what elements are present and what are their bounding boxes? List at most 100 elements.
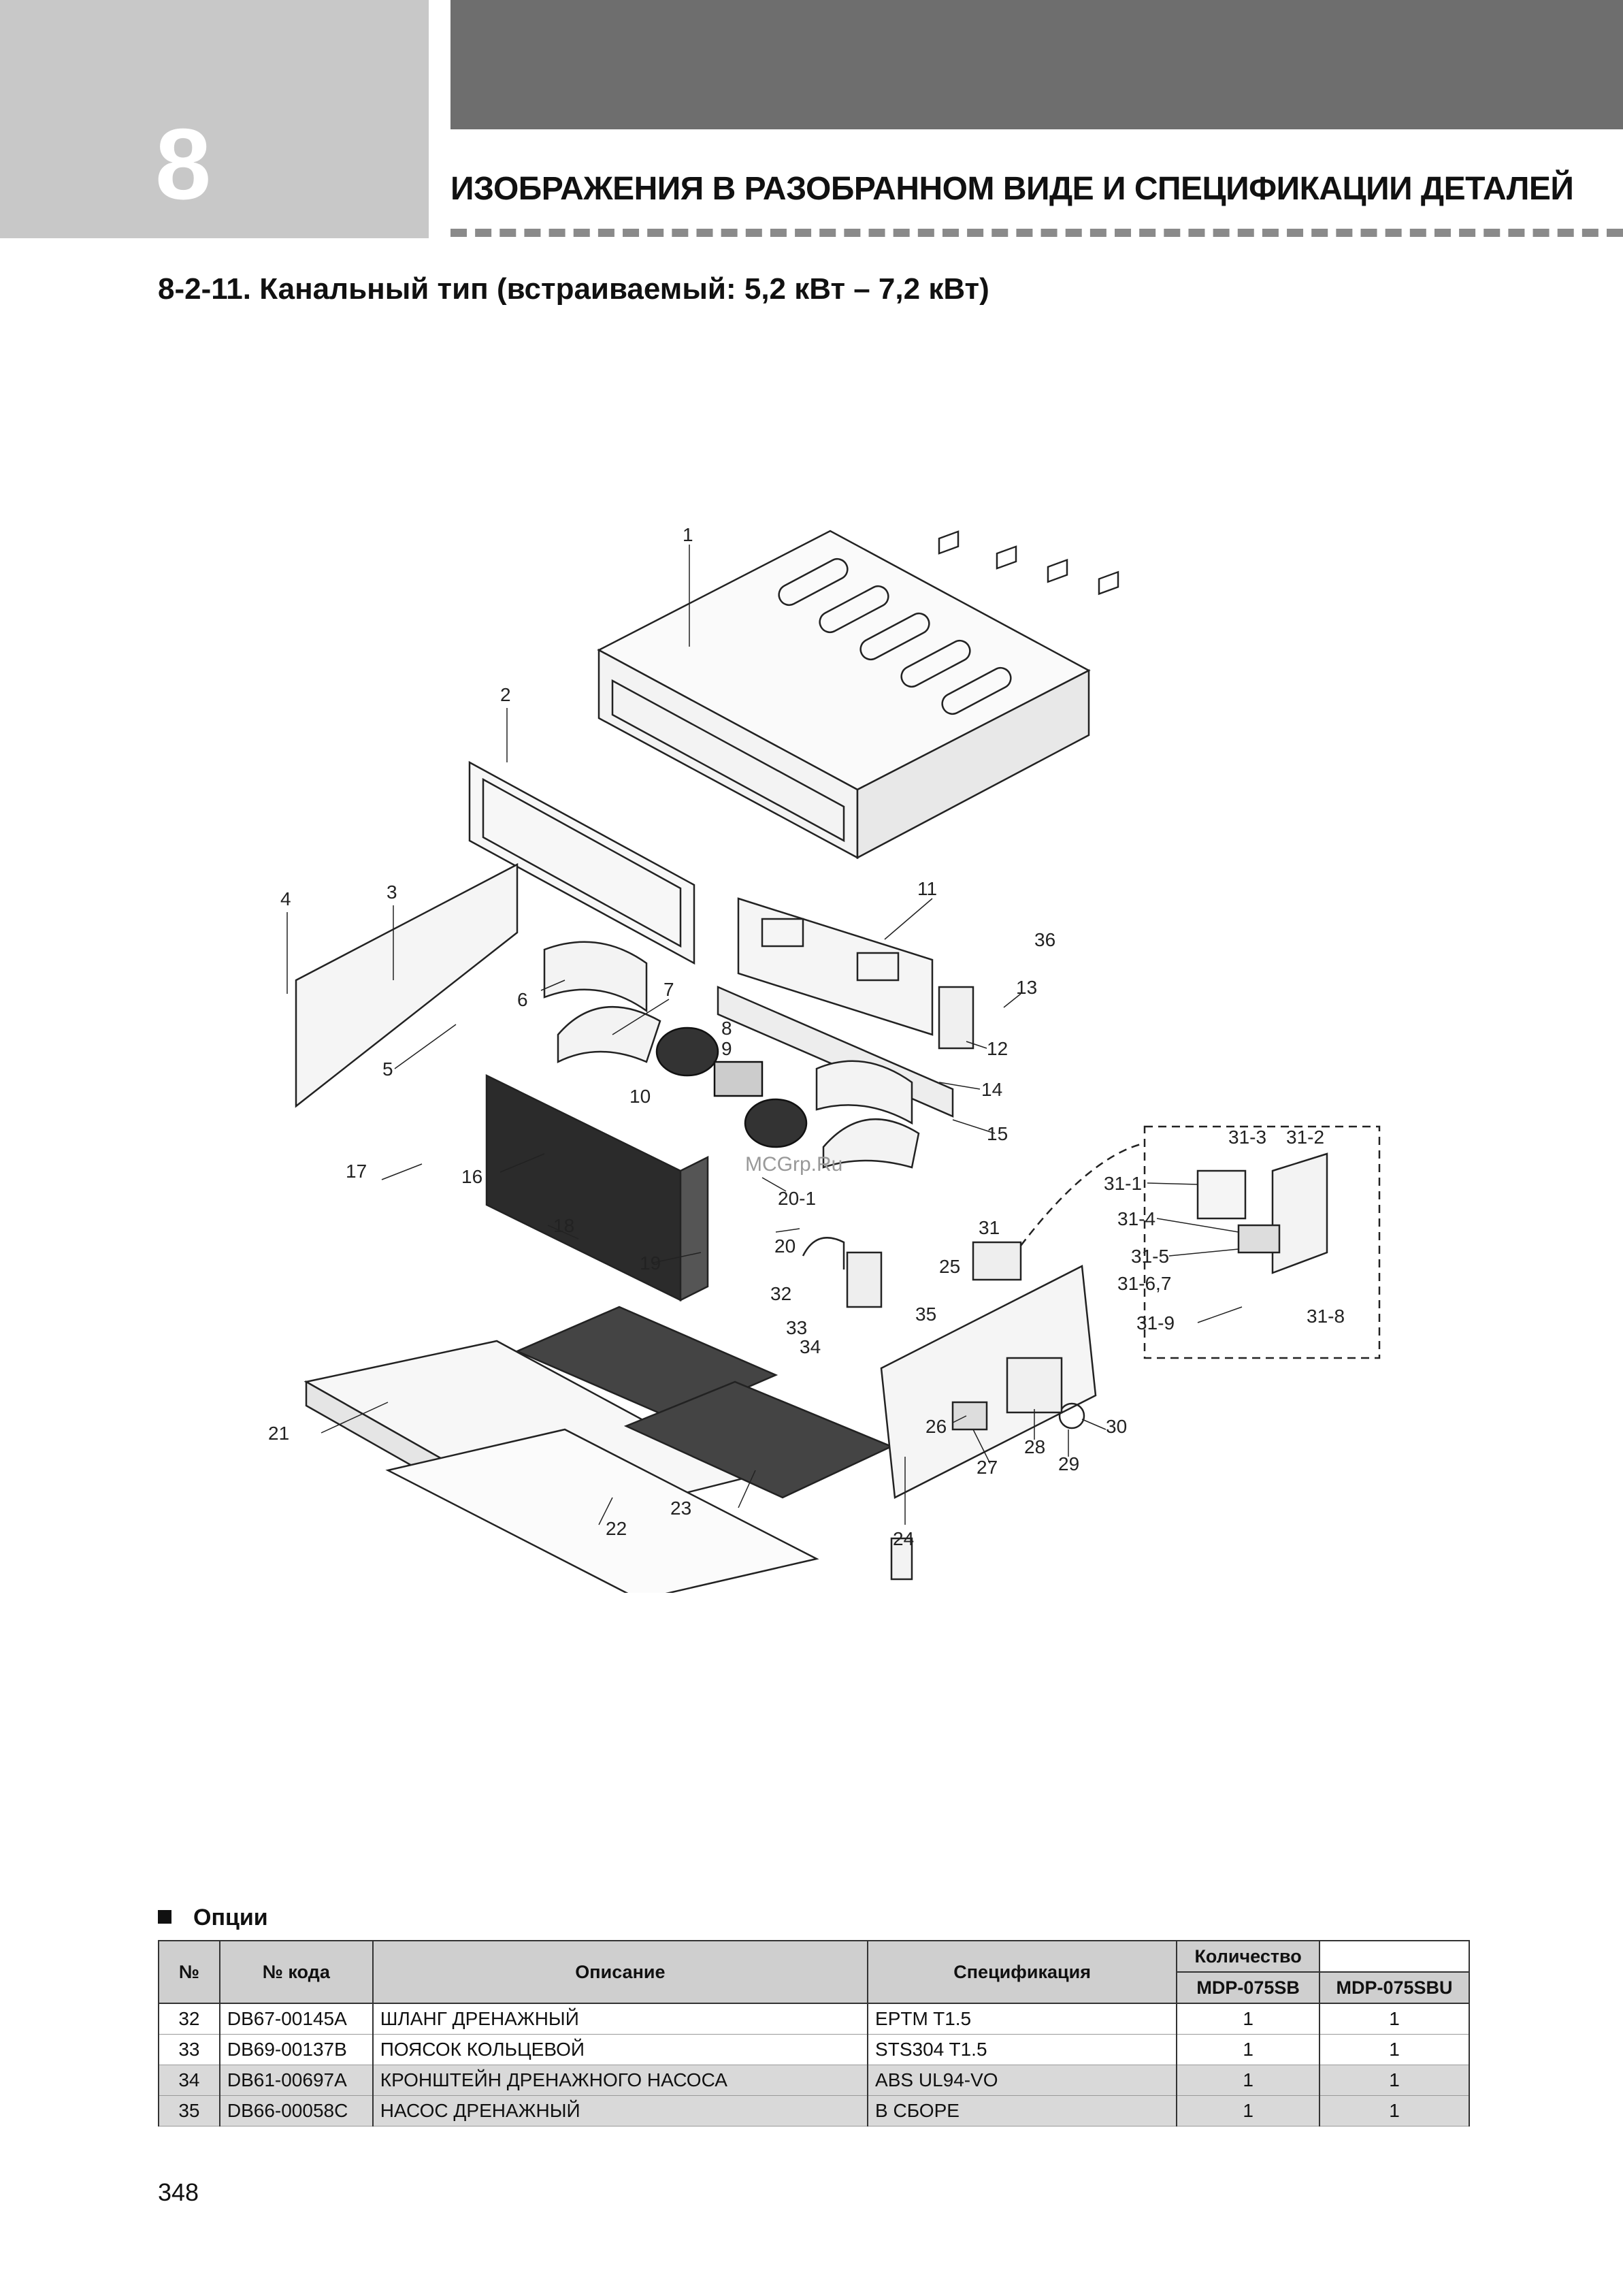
col-qty-blank [1319,1940,1470,1973]
cell-qty-1: 1 [1176,2003,1321,2035]
label-26: 26 [925,1416,947,1437]
label-5: 5 [382,1058,393,1080]
cell-no: 32 [158,2003,220,2035]
label-23: 23 [670,1498,691,1519]
table-header-row: № № кода Описание Спецификация Количеств… [158,1940,1470,2004]
label-31-8: 31-8 [1307,1306,1345,1327]
label-28: 28 [1024,1436,1045,1457]
part-bottom-plate [385,1428,819,1601]
cell-desc: ШЛАНГ ДРЕНАЖНЫЙ [372,2003,869,2035]
label-19: 19 [640,1252,661,1274]
cell-no: 33 [158,2034,220,2065]
label-1: 1 [683,524,693,545]
label-10: 10 [629,1086,651,1107]
table-row: 34 DB61-00697A КРОНШТЕЙН ДРЕНАЖНОГО НАСО… [158,2065,1470,2096]
options-heading: Опции [158,1905,268,1931]
watermark-text: MCGrp.Ru [745,1153,842,1176]
cell-no: 35 [158,2095,220,2127]
cell-code: DB61-00697A [218,2065,374,2096]
part-cover-plate [1006,1357,1063,1414]
table-row: 32 DB67-00145A ШЛАНГ ДРЕНАЖНЫЙ EPTM T1.5… [158,2003,1470,2035]
label-33: 33 [786,1317,807,1338]
cell-code: DB66-00058C [218,2095,374,2127]
label-7: 7 [663,979,674,1000]
label-3: 3 [387,882,397,903]
label-34: 34 [800,1336,821,1357]
label-9: 9 [721,1038,732,1059]
label-17: 17 [346,1161,367,1182]
col-code: № кода [218,1940,374,2004]
label-31: 31 [979,1217,1000,1238]
label-8: 8 [721,1018,732,1039]
cell-no: 34 [158,2065,220,2096]
col-model-1: MDP-075SB [1176,1971,1321,2004]
col-spec: Спецификация [867,1940,1178,2004]
col-desc: Описание [372,1940,869,2004]
label-15: 15 [987,1123,1008,1144]
part-clips [938,530,1119,596]
cell-desc: КРОНШТЕЙН ДРЕНАЖНОГО НАСОСА [372,2065,869,2096]
cell-spec: STS304 T1.5 [867,2034,1178,2065]
cell-qty-1: 1 [1176,2065,1321,2096]
label-32: 32 [770,1283,791,1304]
options-title: Опции [193,1905,268,1930]
label-22: 22 [606,1518,627,1539]
table-subheader-row: MDP-075SB MDP-075SBU [159,1971,1470,2004]
col-qty: Количество [1176,1940,1321,1973]
cell-spec: В СБОРЕ [867,2095,1178,2127]
label-18: 18 [553,1215,574,1236]
label-20-1: 20-1 [778,1188,816,1209]
cell-code: DB67-00145A [218,2003,374,2035]
col-no: № [158,1940,220,2004]
part-control-plate [880,1265,1097,1499]
label-31-1: 31-1 [1104,1173,1142,1194]
part-pump-bracket [846,1251,883,1308]
label-24: 24 [893,1528,914,1549]
cell-desc: НАСОС ДРЕНАЖНЫЙ [372,2095,869,2127]
label-2: 2 [500,684,511,705]
part-rear-plate [737,897,934,1036]
cell-qty-1: 1 [1176,2034,1321,2065]
exploded-diagram: MCGrp.Ru [259,517,1415,1601]
page-number: 348 [158,2178,199,2206]
label-6: 6 [517,989,528,1010]
header-divider [450,229,1623,237]
cell-qty-2: 1 [1319,2034,1470,2065]
cell-desc: ПОЯСОК КОЛЬЦЕВОЙ [372,2034,869,2065]
label-31-3: 31-3 [1228,1127,1266,1148]
label-31-6-7: 31-6,7 [1117,1273,1171,1294]
part-stand [890,1537,913,1581]
label-16: 16 [461,1166,482,1187]
part-side-panel [295,862,519,1108]
table-row: 35 DB66-00058C НАСОС ДРЕНАЖНЫЙ В СБОРЕ 1… [158,2095,1470,2127]
label-35: 35 [915,1304,936,1325]
part-bracket [938,986,974,1050]
options-table: № № кода Описание Спецификация Количеств… [158,1940,1470,2127]
section-title: 8-2-11. Канальный тип (встраиваемый: 5,2… [158,272,989,306]
col-model-2: MDP-075SBU [1319,1971,1470,2004]
cell-code: DB69-00137B [218,2034,374,2065]
cell-qty-2: 1 [1319,2065,1470,2096]
label-14: 14 [981,1079,1002,1100]
label-36: 36 [1034,929,1055,950]
chapter-number: 8 [155,108,212,221]
cell-spec: EPTM T1.5 [867,2003,1178,2035]
chapter-box: 8 [0,0,429,238]
label-31-4: 31-4 [1117,1208,1155,1229]
cell-qty-1: 1 [1176,2095,1321,2127]
label-4: 4 [280,888,291,909]
part-filters [514,1306,894,1499]
label-30: 30 [1106,1416,1127,1437]
part-grommet [1058,1402,1085,1429]
header-title: ИЗОБРАЖЕНИЯ В РАЗОБРАННОМ ВИДЕ И СПЕЦИФИ… [450,171,1574,207]
part-heat-exchanger [485,1073,709,1302]
label-20: 20 [774,1235,796,1257]
label-11: 11 [917,878,937,899]
part-hose [802,1237,845,1270]
cell-qty-2: 1 [1319,2003,1470,2035]
cell-spec: ABS UL94-VO [867,2065,1178,2096]
label-27: 27 [977,1457,998,1478]
part-frame [468,760,695,965]
bullet-square-icon [158,1910,171,1924]
part-group-box [1143,1125,1381,1359]
